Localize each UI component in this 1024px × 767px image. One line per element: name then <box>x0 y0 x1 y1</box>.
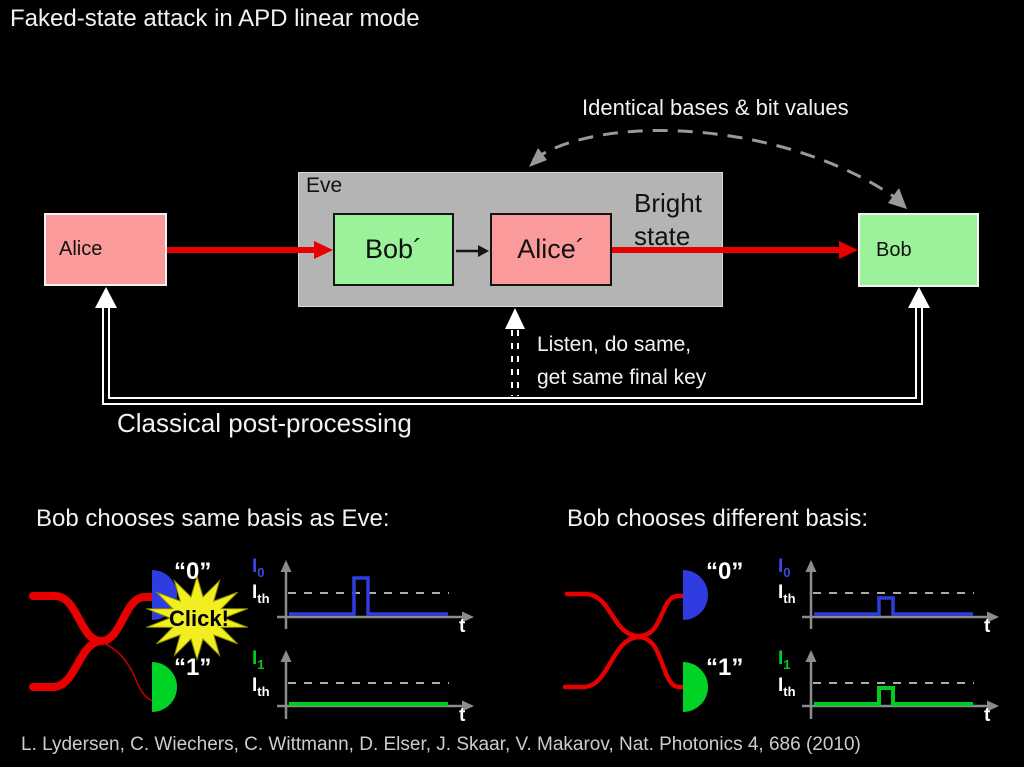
beamsplitter-left <box>29 592 156 702</box>
graph-axes <box>277 560 999 719</box>
thlabel-main: I <box>252 582 258 603</box>
graph-left1-threshold-label: Ith <box>252 675 270 699</box>
graph-right0-ylabel: I0 <box>778 556 791 580</box>
panel-left-heading: Bob chooses same basis as Eve: <box>36 505 390 532</box>
graph-left0-ylabel: I0 <box>252 556 265 580</box>
listen-note-line1: Listen, do same, <box>537 333 692 356</box>
classical-post-processing-label: Classical post-processing <box>117 408 412 438</box>
arc-arrowhead-right-icon <box>888 188 907 209</box>
thlabel-sub: th <box>257 591 270 606</box>
thlabel-sub: th <box>257 684 270 699</box>
graph-left1-ylabel: I1 <box>252 648 265 672</box>
alice-box: Alice <box>44 213 167 286</box>
alice-box-label: Alice <box>59 238 103 260</box>
thlabel-sub: th <box>783 684 796 699</box>
classical-connector-core <box>104 306 921 403</box>
signal-right-detector0-pulse-below-threshold <box>814 596 973 616</box>
fake-bob-label: Bob´ <box>364 234 423 264</box>
graph-left0-xlabel: t <box>459 616 466 637</box>
graph-right1-ylabel: I1 <box>778 648 791 672</box>
arc-arrowhead-left-icon <box>529 148 547 167</box>
fake-alice-box: Alice´ <box>490 213 612 286</box>
ylabel-main: I <box>252 556 258 577</box>
click-label: Click! <box>169 606 229 631</box>
eve-label: Eve <box>306 174 343 197</box>
detector0-label-left: “0” <box>174 558 212 585</box>
detector1-label-right: “1” <box>706 654 744 681</box>
signal-left-detector0-pulse-above-threshold <box>289 576 448 616</box>
graph-left1-xlabel: t <box>459 705 466 726</box>
panel-right-heading: Bob chooses different basis: <box>567 505 869 532</box>
ylabel-main: I <box>778 556 784 577</box>
signal-right-detector1-pulse-below-threshold <box>814 686 973 706</box>
detector1-right-icon <box>683 662 708 712</box>
ylabel-sub: 1 <box>257 657 265 672</box>
thlabel-sub: th <box>783 591 796 606</box>
ylabel-sub: 0 <box>783 565 791 580</box>
arrowhead-up-into-bob-icon <box>908 287 930 308</box>
arrowhead-up-into-alice-icon <box>95 287 117 308</box>
graph-left0-threshold-label: Ith <box>252 582 270 606</box>
beamsplitter-right <box>562 591 686 690</box>
threshold-lines <box>288 592 974 684</box>
detector0-right-icon <box>683 570 708 620</box>
citation: L. Lydersen, C. Wiechers, C. Wittmann, D… <box>21 734 861 755</box>
graph-right1-threshold-label: Ith <box>778 675 796 699</box>
ylabel-main: I <box>778 648 784 669</box>
ylabel-main: I <box>252 648 258 669</box>
listen-note-line2: get same final key <box>537 366 707 389</box>
classical-connector-outline <box>102 306 923 405</box>
fake-alice-label: Alice´ <box>517 234 585 264</box>
detector1-label-left: “1” <box>174 654 212 681</box>
graph-right0-threshold-label: Ith <box>778 582 796 606</box>
detector0-label-right: “0” <box>706 558 744 585</box>
thlabel-main: I <box>252 675 258 696</box>
slide-title: Faked-state attack in APD linear mode <box>10 5 420 32</box>
thlabel-main: I <box>778 675 784 696</box>
arrowhead-up-into-eve-icon <box>505 308 525 329</box>
identical-bases-annotation: Identical bases & bit values <box>582 95 849 120</box>
ylabel-sub: 1 <box>783 657 791 672</box>
bob-box-label: Bob <box>876 238 912 261</box>
fake-bob-box: Bob´ <box>333 213 454 286</box>
thlabel-main: I <box>778 582 784 603</box>
graph-right1-xlabel: t <box>984 705 991 726</box>
bright-state-label: Bright state <box>634 188 702 252</box>
ylabel-sub: 0 <box>257 565 265 580</box>
bob-box: Bob <box>858 213 979 287</box>
graph-right0-xlabel: t <box>984 616 991 637</box>
